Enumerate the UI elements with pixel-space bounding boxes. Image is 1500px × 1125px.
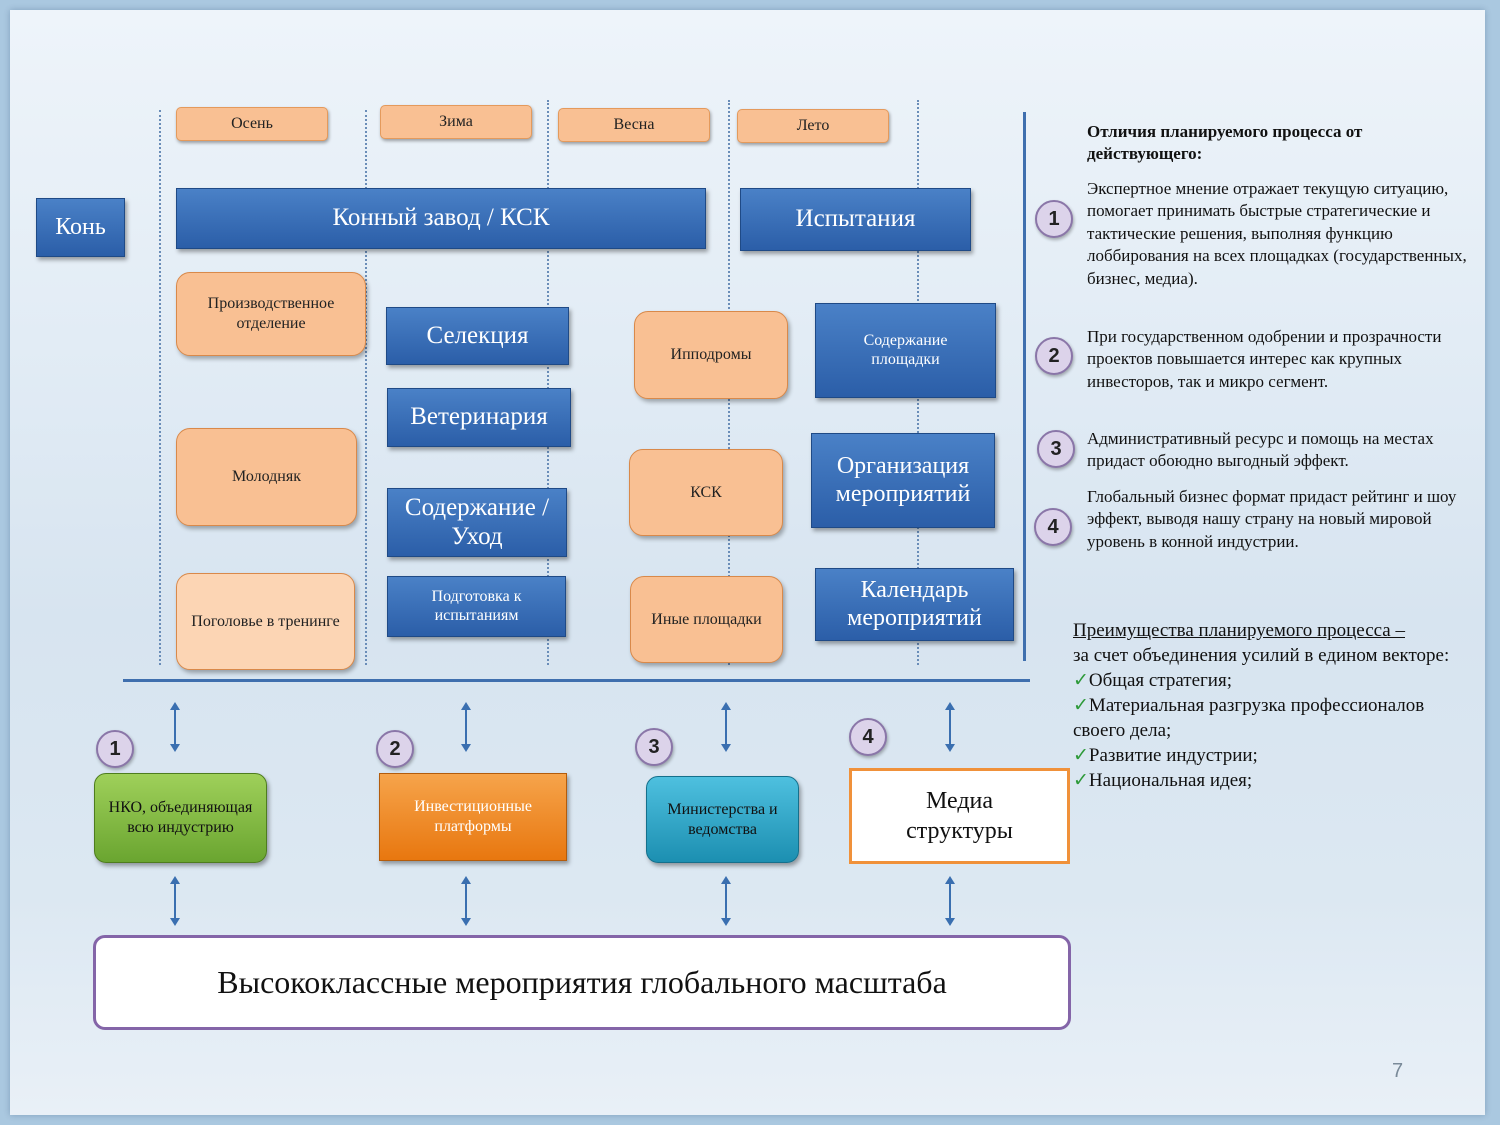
racetracks-box: Ипподромы [634,311,788,399]
selection-block: Селекция [386,307,569,365]
difference-number-badge: 1 [1035,200,1073,238]
difference-text: Административный ресурс и помощь на мест… [1087,429,1434,471]
investment-platforms-box: Инвестиционные платформы [379,773,567,861]
event-organization-block: Организация мероприятий [811,433,995,528]
checkmark-icon: ✓ [1073,695,1089,717]
double-arrow-icon [945,702,955,752]
media-box: Медиа структуры [849,768,1070,864]
advantages-section: Преимущества планируемого процесса – за … [1073,618,1478,794]
right-frame-line [1023,112,1026,661]
other-venues-box: Иные площадки [630,576,783,663]
bottom-frame-line [123,679,1030,682]
checkmark-icon: ✓ [1073,770,1089,792]
advantages-title: Преимущества планируемого процесса – [1073,620,1405,641]
media-label: Медиа структуры [906,788,1013,844]
slide: Осень Зима Весна Лето Конь Конный завод … [10,10,1485,1115]
event-calendar-block: Календарь мероприятий [815,568,1014,641]
divider-line [365,110,367,665]
venue-maintenance-block: Содержание площадки [815,303,996,398]
season-summer: Лето [737,109,889,143]
season-winter: Зима [380,105,532,139]
partner-number-badge: 1 [96,730,134,768]
training-stock-box: Поголовье в тренинге [176,573,355,670]
ministries-label: Министерства и ведомства [667,800,778,838]
difference-text: Глобальный бизнес формат придаст рейтинг… [1087,487,1457,551]
care-block: Содержание / Уход [387,488,567,557]
difference-number-badge: 2 [1035,337,1073,375]
nko-box: НКО, объединяющая всю индустрию [94,773,267,863]
global-events-label: Высококлассные мероприятия глобального м… [217,964,947,1000]
stud-farm-block: Конный завод / КСК [176,188,706,249]
double-arrow-icon [461,702,471,752]
advantage-item: ✓Развитие индустрии; [1073,745,1258,767]
checkmark-icon: ✓ [1073,670,1089,692]
checkmark-icon: ✓ [1073,745,1089,767]
double-arrow-icon [170,876,180,926]
advantage-item: ✓Национальная идея; [1073,770,1253,792]
young-stock-box: Молодняк [176,428,357,526]
divider-line [547,100,549,665]
partner-number-badge: 2 [376,730,414,768]
ksk-box: КСК [629,449,783,536]
partner-number-badge: 3 [635,728,673,766]
double-arrow-icon [721,876,731,926]
trial-prep-block: Подготовка к испытаниям [387,576,566,637]
difference-number-badge: 4 [1034,508,1072,546]
advantage-item: ✓Общая стратегия; [1073,670,1232,692]
production-unit-box: Производственное отделение [176,272,366,356]
nko-label: НКО, объединяющая всю индустрию [108,799,253,836]
trials-block: Испытания [740,188,971,251]
veterinary-block: Ветеринария [387,388,571,447]
double-arrow-icon [170,702,180,752]
difference-text: Экспертное мнение отражает текущую ситуа… [1087,179,1467,288]
difference-number-badge: 3 [1037,430,1075,468]
divider-line [159,110,161,665]
double-arrow-icon [945,876,955,926]
season-autumn: Осень [176,107,328,141]
partner-number-badge: 4 [849,718,887,756]
double-arrow-icon [721,702,731,752]
differences-title: Отличия планируемого процесса от действу… [1087,122,1363,164]
investment-platforms-label: Инвестиционные платформы [414,798,532,835]
season-spring: Весна [558,108,710,142]
horse-label: Конь [36,198,125,257]
global-events-banner: Высококлассные мероприятия глобального м… [93,935,1071,1030]
page-number: 7 [1392,1060,1404,1082]
advantages-intro: за счет объединения усилий в едином вект… [1073,645,1450,667]
double-arrow-icon [461,876,471,926]
ministries-box: Министерства и ведомства [646,776,799,863]
advantage-item: ✓Материальная разгрузка профессионалов с… [1073,695,1425,742]
difference-text: При государственном одобрении и прозрачн… [1087,327,1442,391]
